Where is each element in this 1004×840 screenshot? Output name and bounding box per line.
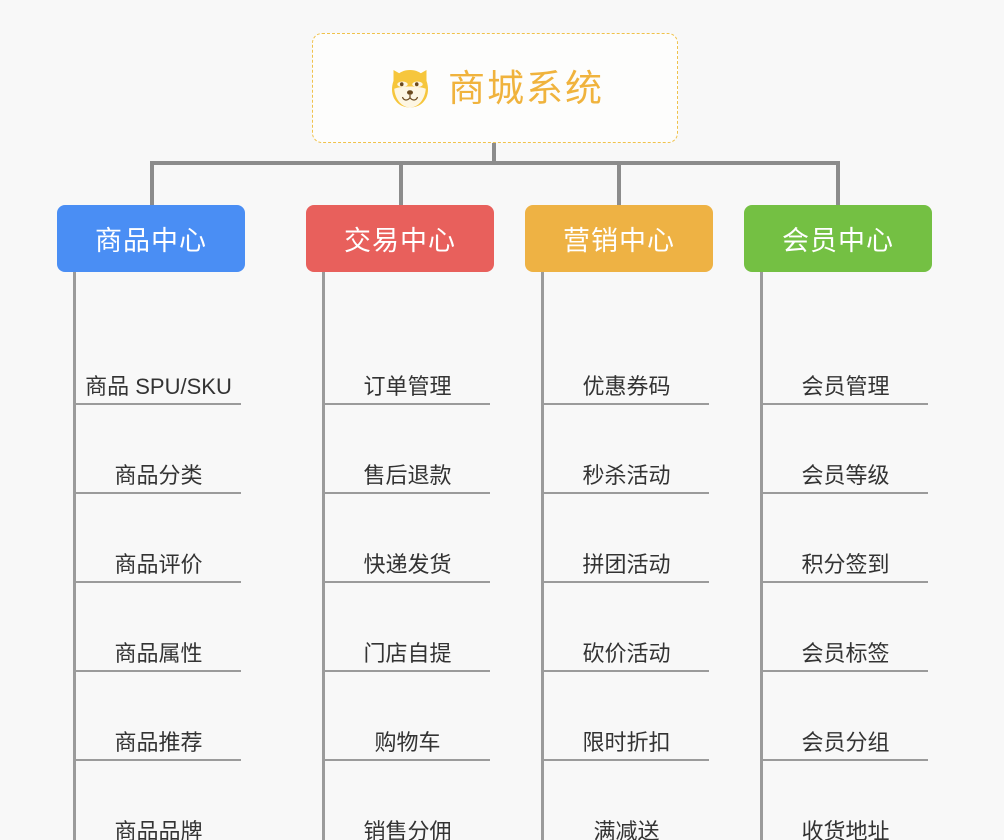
leaf-label: 快递发货	[363, 551, 452, 577]
root-title: 商城系统	[448, 67, 604, 109]
leaf-item[interactable]: 秒杀活动	[544, 405, 709, 494]
leaf-label: 商品推荐	[114, 729, 203, 755]
leaf-item[interactable]: 商品属性	[76, 583, 241, 672]
leaf-item[interactable]: 售后退款	[325, 405, 490, 494]
leaf-label: 优惠券码	[582, 373, 671, 399]
leaf-item[interactable]: 满减送	[544, 761, 709, 840]
leaf-item[interactable]: 限时折扣	[544, 672, 709, 761]
leaf-item[interactable]: 商品推荐	[76, 672, 241, 761]
leaf-label: 收货地址	[801, 818, 890, 840]
horizontal-branch-connector	[150, 161, 840, 165]
leaf-item[interactable]: 收货地址	[763, 761, 928, 840]
leaf-label: 限时折扣	[582, 729, 671, 755]
leaf-label: 秒杀活动	[582, 462, 671, 488]
leaf-item[interactable]: 积分签到	[763, 494, 928, 583]
leaf-label: 会员管理	[801, 373, 890, 399]
leaf-label: 满减送	[593, 818, 660, 840]
leaf-label: 门店自提	[363, 640, 452, 666]
leaf-item[interactable]: 商品品牌	[76, 761, 241, 840]
branch-header-4[interactable]: 会员中心	[744, 205, 932, 272]
branch-column-4: 会员中心 会员管理 会员等级 积分签到 会员标签 会员分组 收货地址	[744, 205, 932, 840]
leaf-item[interactable]: 门店自提	[325, 583, 490, 672]
leaf-label: 会员分组	[801, 729, 890, 755]
leaf-item[interactable]: 会员管理	[763, 272, 928, 405]
leaf-label: 积分签到	[801, 551, 890, 577]
leaf-item[interactable]: 砍价活动	[544, 583, 709, 672]
leaf-item[interactable]: 会员等级	[763, 405, 928, 494]
branch-header-label-2: 交易中心	[344, 226, 456, 256]
branch-header-1[interactable]: 商品中心	[57, 205, 245, 272]
drop-connector-3	[617, 161, 621, 207]
leaf-item[interactable]: 商品分类	[76, 405, 241, 494]
branch-items-3: 优惠券码 秒杀活动 拼团活动 砍价活动 限时折扣 满减送	[541, 272, 713, 840]
leaf-item[interactable]: 购物车	[325, 672, 490, 761]
root-node[interactable]: 商城系统	[312, 33, 678, 143]
leaf-label: 售后退款	[363, 462, 452, 488]
branch-header-3[interactable]: 营销中心	[525, 205, 713, 272]
leaf-item[interactable]: 商品评价	[76, 494, 241, 583]
leaf-item[interactable]: 销售分佣	[325, 761, 490, 840]
leaf-label: 商品品牌	[114, 818, 203, 840]
leaf-item[interactable]: 快递发货	[325, 494, 490, 583]
drop-connector-1	[150, 161, 154, 207]
leaf-label: 商品属性	[114, 640, 203, 666]
branch-items-2: 订单管理 售后退款 快递发货 门店自提 购物车 销售分佣	[322, 272, 494, 840]
leaf-label: 砍价活动	[582, 640, 671, 666]
branch-column-1: 商品中心 商品 SPU/SKU 商品分类 商品评价 商品属性 商品推荐 商品品牌	[57, 205, 245, 840]
leaf-item[interactable]: 商品 SPU/SKU	[76, 272, 241, 405]
leaf-label: 商品分类	[114, 462, 203, 488]
leaf-label: 购物车	[374, 729, 441, 755]
branch-header-2[interactable]: 交易中心	[306, 205, 494, 272]
leaf-label: 销售分佣	[363, 818, 452, 840]
shiba-dog-icon	[392, 70, 428, 108]
leaf-label: 会员等级	[801, 462, 890, 488]
leaf-item[interactable]: 会员标签	[763, 583, 928, 672]
branch-items-1: 商品 SPU/SKU 商品分类 商品评价 商品属性 商品推荐 商品品牌	[73, 272, 245, 840]
leaf-item[interactable]: 会员分组	[763, 672, 928, 761]
leaf-label: 会员标签	[801, 640, 890, 666]
branch-header-label-1: 商品中心	[95, 226, 207, 256]
root-stem-connector	[492, 143, 496, 165]
branch-column-3: 营销中心 优惠券码 秒杀活动 拼团活动 砍价活动 限时折扣 满减送	[525, 205, 713, 840]
leaf-item[interactable]: 拼团活动	[544, 494, 709, 583]
leaf-label: 订单管理	[363, 373, 452, 399]
branch-column-2: 交易中心 订单管理 售后退款 快递发货 门店自提 购物车 销售分佣	[306, 205, 494, 840]
leaf-label: 商品评价	[114, 551, 203, 577]
branch-header-label-3: 营销中心	[563, 226, 675, 256]
branch-items-4: 会员管理 会员等级 积分签到 会员标签 会员分组 收货地址	[760, 272, 932, 840]
drop-connector-4	[836, 161, 840, 207]
leaf-label: 商品 SPU/SKU	[85, 373, 232, 399]
leaf-label: 拼团活动	[582, 551, 671, 577]
leaf-item[interactable]: 优惠券码	[544, 272, 709, 405]
branch-header-label-4: 会员中心	[782, 226, 894, 256]
drop-connector-2	[399, 161, 403, 207]
leaf-item[interactable]: 订单管理	[325, 272, 490, 405]
